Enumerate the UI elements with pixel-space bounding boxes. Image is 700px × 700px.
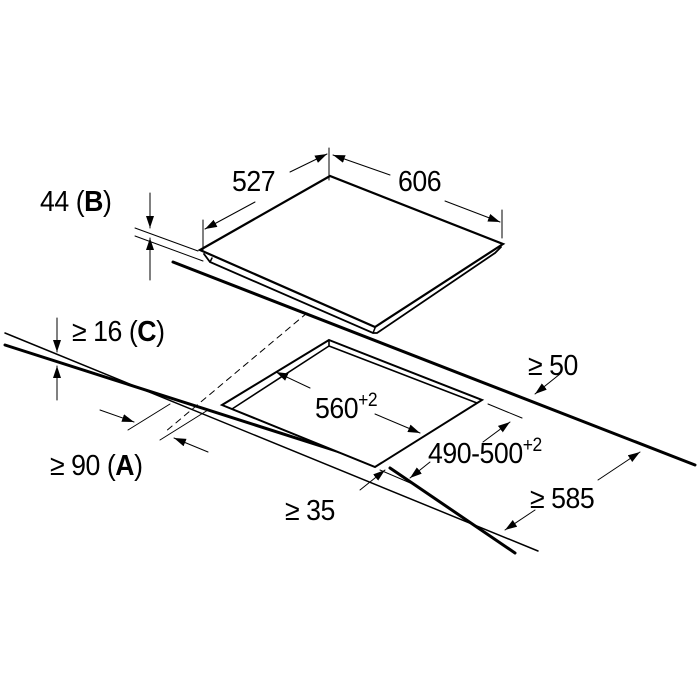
cutout-width-tolerance: +2 bbox=[358, 390, 378, 411]
worktop-thickness-label: ≥ 16 (C) bbox=[72, 316, 165, 348]
cutout-outer bbox=[219, 338, 485, 469]
rear-clearance-label: ≥ 50 bbox=[528, 350, 578, 382]
hob-height-label: 44 (B) bbox=[40, 186, 112, 218]
worktop-back-edge bbox=[171, 260, 697, 467]
side-clearance-label: ≥ 90 (A) bbox=[50, 450, 143, 482]
projection-line bbox=[164, 312, 308, 433]
cutout-depth-label: 490-500+2 bbox=[428, 436, 542, 470]
cutout-width-label: 560+2 bbox=[315, 391, 378, 425]
hob-base bbox=[203, 246, 502, 334]
ref-b: B bbox=[84, 186, 103, 218]
worktop-thickness-value: ≥ 16 bbox=[72, 316, 122, 348]
ref-a: A bbox=[115, 450, 135, 482]
worktop-depth-label: ≥ 585 bbox=[530, 483, 595, 515]
front-clearance-label: ≥ 35 bbox=[285, 495, 335, 527]
cutout-width-value: 560 bbox=[315, 393, 359, 425]
worktop-front-top-edge bbox=[4, 332, 539, 552]
hob-top bbox=[197, 174, 506, 329]
hob-depth-label: 527 bbox=[232, 166, 276, 198]
ref-c: C bbox=[137, 316, 157, 348]
cutout-depth-value: 490-500 bbox=[428, 438, 523, 470]
hob-width-label: 606 bbox=[398, 166, 442, 198]
side-clearance-value: ≥ 90 bbox=[50, 450, 100, 482]
worktop-front-bottom-edge bbox=[3, 343, 517, 555]
cutout-depth-tolerance: +2 bbox=[522, 435, 542, 456]
cutout-inner bbox=[231, 339, 478, 410]
hob-height-value: 44 bbox=[40, 186, 69, 218]
